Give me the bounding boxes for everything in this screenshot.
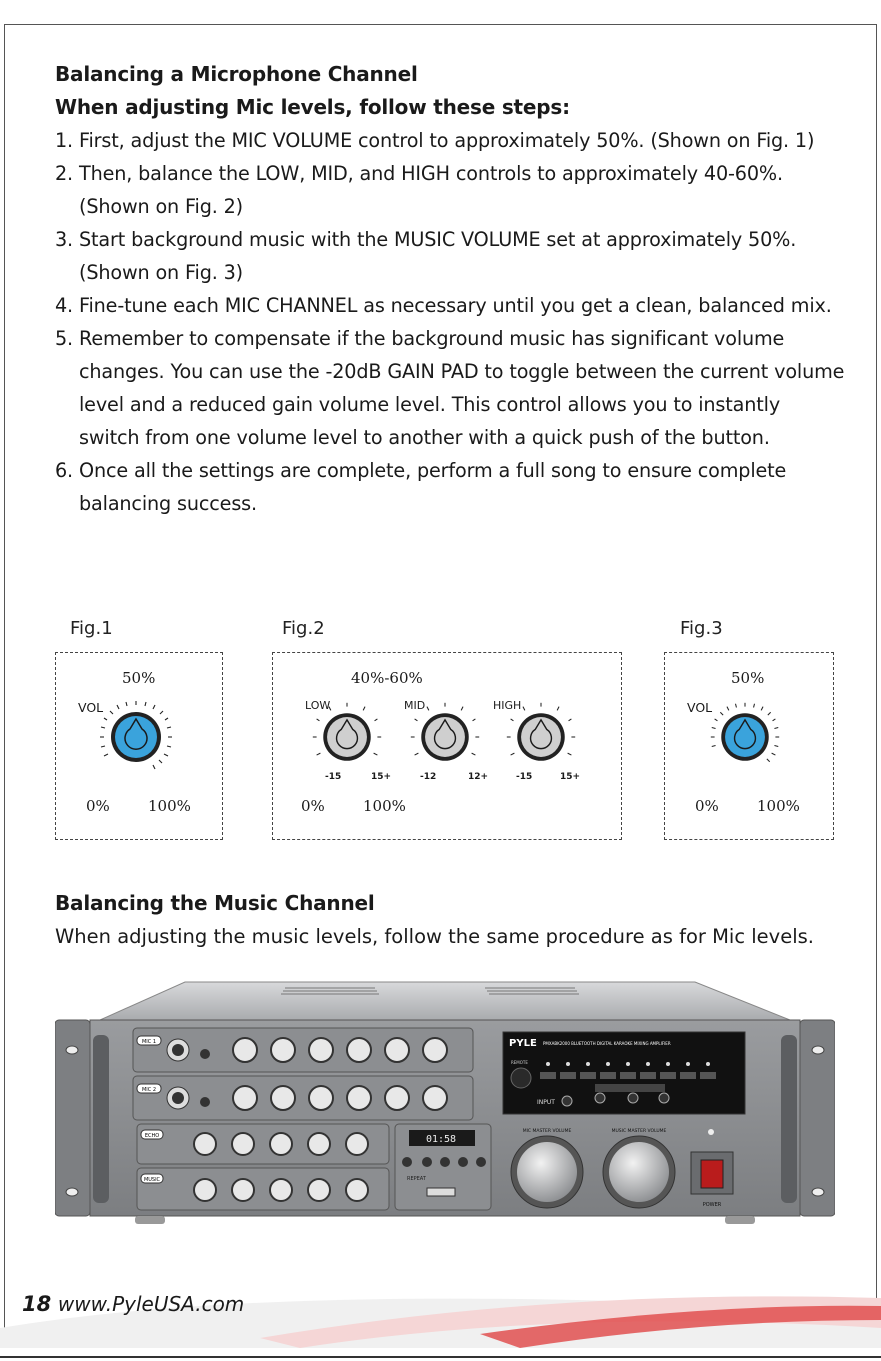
- fig2-mid-min: -12: [420, 772, 437, 782]
- fig2-high-min: -15: [516, 772, 533, 782]
- fig3-label: Fig.3: [680, 618, 723, 639]
- fig2-mid-label: MID: [404, 699, 426, 712]
- fig2-low-min: -15: [325, 772, 342, 782]
- step-item: 4.Fine-tune each MIC CHANNEL as necessar…: [55, 294, 832, 317]
- footer: 18 www.PyleUSA.com: [22, 1292, 244, 1316]
- amp-echo-label: ECHO: [145, 1133, 159, 1139]
- fig3-knob-label: VOL: [687, 700, 713, 715]
- fig2-top-percent: 40%-60%: [351, 669, 423, 687]
- fig2-mid-knob[interactable]: [407, 699, 483, 775]
- step-item: 1.First, adjust the MIC VOLUME control t…: [55, 129, 815, 152]
- fig2-high-knob[interactable]: [503, 699, 579, 775]
- fig1-box: 50% VOL 0% 100%: [55, 652, 223, 840]
- step-item: 6.Once all the settings are complete, pe…: [55, 459, 787, 515]
- fig3-max: 100%: [757, 797, 800, 815]
- section-title-mic: Balancing a Microphone Channel: [55, 62, 418, 86]
- fig1-label: Fig.1: [70, 618, 113, 639]
- fig1-vol-knob[interactable]: [96, 697, 176, 777]
- fig2-max: 100%: [363, 797, 406, 815]
- amp-remote-label: REMOTE: [511, 1060, 528, 1065]
- amp-mic1-label: MIC 1: [142, 1039, 156, 1045]
- steps-list: 1.First, adjust the MIC VOLUME control t…: [55, 124, 845, 520]
- step-item: 5.Remember to compensate if the backgrou…: [55, 327, 845, 449]
- page-number: 18: [22, 1292, 52, 1316]
- fig2-high-label: HIGH: [493, 699, 522, 712]
- amp-music-master-label: MUSIC MASTER VOLUME: [612, 1128, 667, 1134]
- fig2-box: 40%-60% LOW MID HIGH -15 15+ -12 12+ -15…: [272, 652, 622, 840]
- page-frame: [4, 24, 877, 1337]
- section-title-music: Balancing the Music Channel: [55, 891, 375, 915]
- fig2-low-max: 15+: [371, 772, 392, 782]
- fig2-min: 0%: [301, 797, 325, 815]
- fig1-max: 100%: [148, 797, 191, 815]
- fig2-low-knob[interactable]: [309, 699, 385, 775]
- amp-display: 01:58: [426, 1134, 456, 1145]
- fig2-mid-max: 12+: [468, 772, 489, 782]
- amp-repeat-label: REPEAT: [407, 1176, 427, 1182]
- fig3-min: 0%: [695, 797, 719, 815]
- step-item: 3.Start background music with the MUSIC …: [55, 228, 797, 284]
- amp-power-label: POWER: [703, 1202, 722, 1208]
- fig3-vol-knob[interactable]: [707, 699, 783, 775]
- fig1-knob-label: VOL: [78, 700, 104, 715]
- fig2-high-max: 15+: [560, 772, 581, 782]
- amp-model: PMXABK2000 BLUETOOTH DIGITAL KARAOKE MIX…: [543, 1041, 671, 1046]
- amp-music-label: MUSIC: [144, 1177, 161, 1183]
- footer-url[interactable]: www.PyleUSA.com: [57, 1292, 245, 1316]
- fig1-min: 0%: [86, 797, 110, 815]
- step-item: 2.Then, balance the LOW, MID, and HIGH c…: [55, 162, 783, 218]
- music-channel-section: Balancing the Music Channel When adjusti…: [55, 887, 845, 953]
- amp-mic2-label: MIC 2: [142, 1087, 156, 1093]
- fig2-low-label: LOW: [305, 699, 331, 712]
- amp-mic-master-label: MIC MASTER VOLUME: [523, 1128, 572, 1134]
- amp-input-label: INPUT: [537, 1099, 555, 1106]
- amp-brand: PYLE: [509, 1038, 537, 1049]
- bottom-rule: [0, 1356, 881, 1358]
- fig3-box: 50% VOL 0% 100%: [664, 652, 834, 840]
- fig2-label: Fig.2: [282, 618, 325, 639]
- section-lead-music: When adjusting the music levels, follow …: [55, 925, 814, 948]
- section-lead-mic: When adjusting Mic levels, follow these …: [55, 95, 570, 119]
- amplifier-illustration: MIC 1 MIC 2 ECHO MUSIC PYLE PMXABK2000 B…: [55, 981, 835, 1224]
- mic-channel-section: Balancing a Microphone Channel When adju…: [55, 58, 845, 520]
- fig3-top-percent: 50%: [731, 669, 765, 687]
- footer-swoosh: [0, 1296, 881, 1348]
- fig1-top-percent: 50%: [122, 669, 156, 687]
